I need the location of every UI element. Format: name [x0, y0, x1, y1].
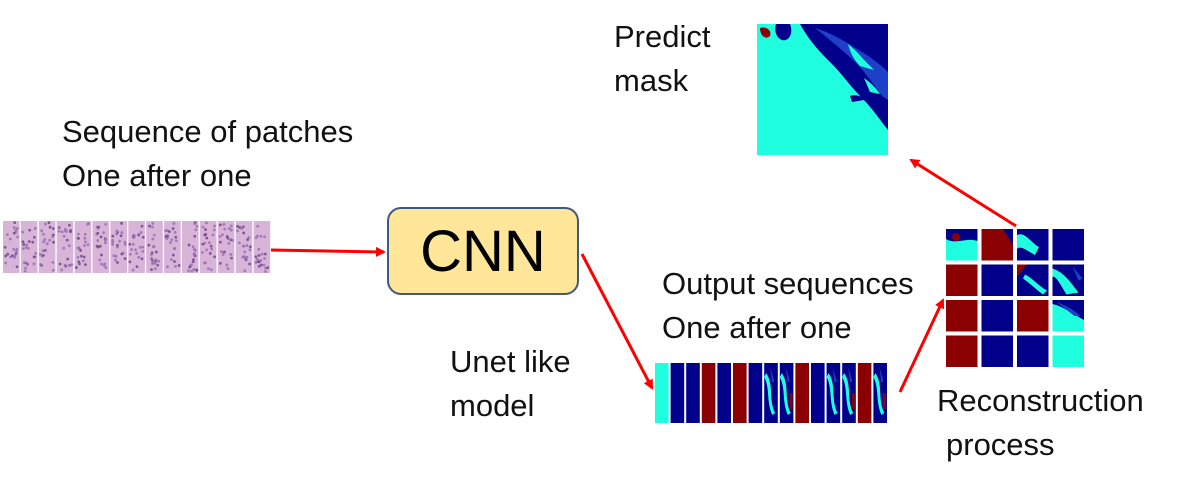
input-patch: [182, 221, 199, 273]
output-patch: [686, 363, 700, 423]
grid-cell: [1017, 335, 1049, 367]
input-patch: [199, 221, 217, 273]
output-patch: [811, 363, 825, 423]
output-label-line2: One after one: [662, 310, 852, 345]
grid-cell: [981, 300, 1013, 332]
input-patch: [110, 221, 127, 273]
output-patch: [701, 363, 716, 423]
input-patch: [20, 221, 38, 273]
input-patch: [235, 221, 253, 273]
predict-label-line1: Predict: [614, 19, 711, 54]
input-patch: [38, 221, 56, 273]
input-patch-strip: [3, 221, 271, 273]
grid-cell: [1052, 264, 1084, 296]
output-mask-strip: [655, 363, 887, 423]
output-label: Output sequences One after one: [662, 262, 914, 350]
grid-cell: [1052, 335, 1084, 367]
input-patch: [128, 221, 145, 273]
input-patch: [146, 221, 163, 273]
grid-cell: [981, 264, 1013, 296]
output-patch: [826, 363, 841, 423]
output-patch: [717, 363, 731, 423]
output-patch: [764, 363, 778, 423]
grid-cell: [981, 229, 1013, 261]
predict-label-line2: mask: [614, 63, 689, 98]
output-patch: [655, 363, 669, 423]
input-patch: [74, 221, 92, 273]
predicted-mask-image: [757, 24, 888, 155]
grid-cell: [946, 335, 978, 367]
output-patch: [857, 363, 872, 423]
output-patch: [670, 363, 685, 423]
input-patch: [164, 221, 181, 273]
cnn-label: CNN: [420, 218, 546, 284]
output-patch: [733, 363, 747, 423]
input-patch: [217, 221, 235, 273]
reconstruction-label-line1: Reconstruction: [937, 383, 1144, 418]
grid-cell: [1052, 229, 1084, 261]
grid-cell: [1052, 300, 1084, 332]
grid-cell: [1017, 264, 1049, 296]
input-patch: [92, 221, 110, 273]
arrow-output-to-grid: [898, 298, 945, 393]
reconstruction-label-line2: process: [946, 427, 1055, 462]
grid-cell: [946, 264, 978, 296]
grid-cell: [946, 229, 978, 261]
output-patch: [873, 363, 887, 423]
arrow-input-to-cnn: [270, 246, 386, 257]
reconstruction-label: Reconstruction process: [937, 379, 1144, 467]
output-label-line1: Output sequences: [662, 266, 914, 301]
cnn-box: CNN: [387, 207, 579, 295]
grid-cell: [981, 335, 1013, 367]
model-label: Unet like model: [450, 340, 571, 428]
grid-cell: [1017, 229, 1049, 261]
output-patch: [779, 363, 794, 423]
input-patch: [253, 221, 271, 273]
input-label: Sequence of patches One after one: [62, 110, 353, 198]
grid-cell: [1017, 300, 1049, 332]
model-label-line2: model: [450, 388, 535, 423]
predict-label: Predict mask: [614, 15, 710, 103]
reconstruction-grid: [946, 229, 1084, 367]
arrow-grid-to-mask: [909, 158, 1017, 228]
arrow-cnn-to-output: [580, 253, 654, 390]
input-patch: [3, 221, 20, 273]
input-label-line1: Sequence of patches: [62, 114, 354, 149]
output-patch: [748, 363, 763, 423]
output-patch: [842, 363, 856, 423]
grid-cell: [946, 300, 978, 332]
input-patch: [56, 221, 74, 273]
input-label-line2: One after one: [62, 158, 252, 193]
model-label-line1: Unet like: [450, 344, 571, 379]
output-patch: [795, 363, 809, 423]
